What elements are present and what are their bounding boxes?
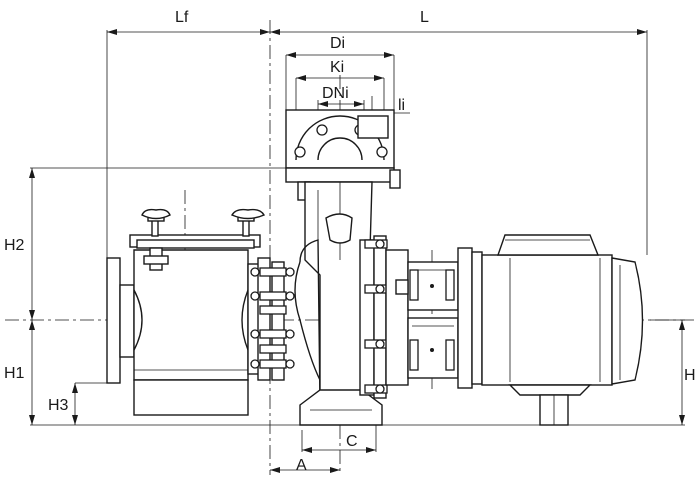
motor (481, 234, 644, 426)
strainer (106, 208, 295, 416)
pump-casing (285, 109, 401, 426)
adapter-bracket (385, 247, 483, 389)
label-Di: Di (330, 35, 345, 52)
label-A: A (296, 457, 307, 474)
label-H3: H3 (48, 397, 69, 414)
label-DNi: DNi (322, 85, 349, 102)
label-Lf: Lf (175, 9, 189, 26)
label-C: C (346, 433, 358, 450)
label-H1: H1 (4, 365, 25, 382)
label-H: H (684, 367, 696, 384)
arrowheads (29, 29, 685, 473)
label-li: li (398, 97, 405, 114)
label-Ki: Ki (330, 59, 344, 76)
strainer-flange-bolts (250, 267, 295, 369)
dimension-labels: Lf L Di Ki DNi li H2 H1 H3 H A C (4, 9, 696, 474)
label-H2: H2 (4, 237, 25, 254)
label-L: L (420, 9, 429, 26)
